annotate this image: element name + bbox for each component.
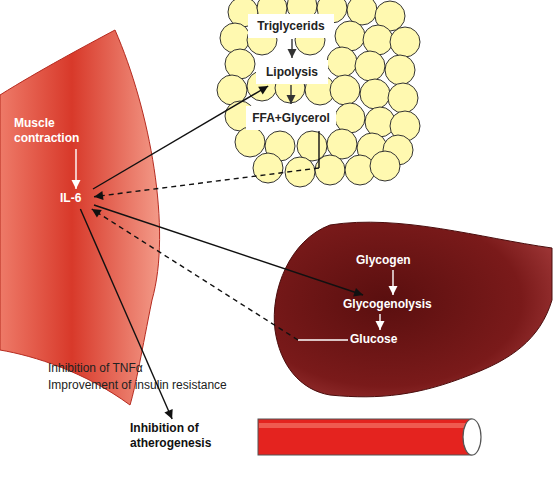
- connector-line: [94, 205, 363, 295]
- process-box: Lipolysis: [256, 60, 328, 84]
- connector-arrow: [93, 86, 268, 189]
- connector-arrow: [389, 270, 398, 295]
- node-text: FFA+Glycerol: [252, 111, 330, 126]
- connector-line: [298, 339, 348, 340]
- node-text: Inhibition of atherogenesis: [130, 421, 230, 451]
- process-box: FFA+Glycerol: [246, 106, 336, 130]
- node-text: Triglycerids: [257, 19, 324, 34]
- arrow-head: [376, 321, 385, 330]
- note-text: Improvement of insulin resistance: [48, 378, 227, 393]
- connector-arrow: [92, 209, 348, 340]
- arrow-head: [287, 95, 296, 104]
- arrow-head: [353, 288, 363, 297]
- muscle-shape: [0, 30, 160, 405]
- cytokine-label: IL-6: [60, 191, 92, 207]
- note-text: Inhibition of TNFα: [48, 361, 143, 376]
- box-content: FFA+Glycerol: [252, 111, 330, 126]
- connector-arrow: [94, 205, 363, 296]
- process-box: Triglycerids: [248, 14, 334, 38]
- arrow-head: [94, 191, 103, 200]
- connector-arrow: [94, 131, 319, 200]
- connector-arrow: [288, 39, 297, 58]
- liver-label: Glycogenolysis: [343, 297, 443, 313]
- connector-arrow: [80, 209, 172, 419]
- box-content: Triglycerids: [257, 19, 324, 34]
- node-text: Glycogenolysis: [343, 297, 443, 312]
- connector-line: [92, 209, 298, 340]
- liver-label: Glucose: [350, 332, 410, 348]
- node-text: Muscle contraction: [14, 116, 94, 146]
- node-text: Glycogen: [356, 253, 426, 268]
- connector-line: [80, 209, 172, 419]
- connector-line: [93, 86, 268, 189]
- connector-arrow: [72, 149, 81, 189]
- liver-shape: [274, 222, 552, 397]
- connector-line: [392, 270, 393, 295]
- connector-line: [75, 149, 76, 189]
- node-text: Lipolysis: [266, 65, 318, 80]
- connector-arrow: [287, 85, 296, 104]
- muscle-label: Muscle contraction: [14, 116, 94, 148]
- box-content: Lipolysis: [266, 65, 318, 80]
- arrow-head: [72, 180, 81, 189]
- connector-line: [291, 39, 292, 58]
- arrow-head: [92, 209, 102, 218]
- arrow-head: [389, 286, 398, 295]
- blood-vessel: [258, 419, 481, 455]
- connector-line: [94, 168, 319, 197]
- arrow-head: [258, 86, 268, 94]
- arrow-head: [288, 49, 297, 58]
- node-text: IL-6: [60, 191, 92, 206]
- connector-line: [318, 131, 319, 168]
- connector-arrow: [376, 314, 385, 330]
- connector-line: [290, 85, 291, 104]
- node-text: Glucose: [350, 332, 410, 347]
- fat-cells: [217, 0, 420, 187]
- effect-label: Inhibition of atherogenesis: [130, 421, 230, 453]
- connector-line: [379, 314, 380, 330]
- arrow-head: [164, 409, 172, 419]
- liver-label: Glycogen: [356, 253, 426, 269]
